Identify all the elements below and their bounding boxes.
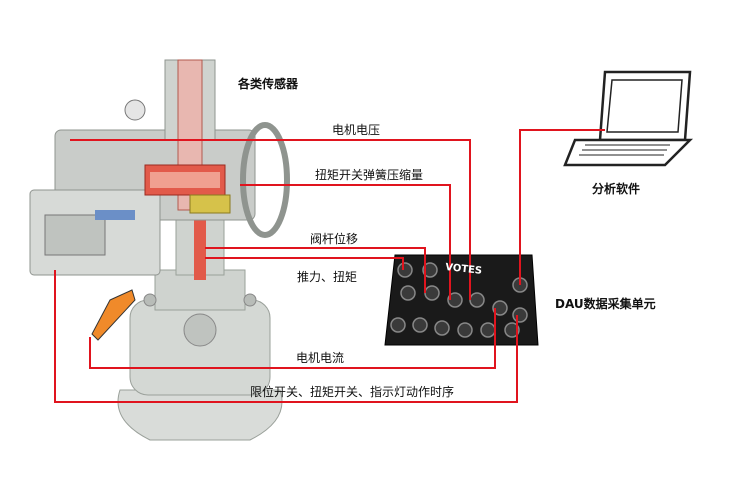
label-thrust-torque: 推力、扭矩	[297, 270, 358, 284]
valve-body	[117, 269, 283, 441]
label-dau-unit: DAU数据采集单元	[555, 297, 656, 311]
label-analysis-software: 分析软件	[592, 182, 641, 196]
wire-thrust-torque	[205, 257, 404, 270]
dau-brand-text: VOTES	[445, 262, 483, 277]
dau-device	[378, 253, 540, 348]
wire-motor-current	[89, 308, 496, 369]
label-motor-current: 电机电流	[296, 351, 345, 365]
label-sensors: 各类传感器	[238, 77, 299, 91]
wire-stem-displacement	[205, 247, 426, 293]
label-stem-displacement: 阀杆位移	[310, 232, 359, 246]
wire-to-laptop	[519, 129, 605, 285]
laptop-icon	[563, 70, 694, 167]
actuator-housing	[29, 59, 290, 276]
current-clamp	[91, 289, 136, 341]
wire-limit-switch	[54, 270, 518, 403]
label-torque-spring: 扭矩开关弹簧压缩量	[315, 168, 424, 182]
label-limit-switch-timing: 限位开关、扭矩开关、指示灯动作时序	[250, 385, 455, 399]
wire-motor-voltage	[70, 139, 471, 300]
signal-wires	[54, 129, 605, 403]
label-motor-voltage: 电机电压	[332, 123, 381, 137]
wire-torque-spring	[240, 184, 451, 300]
